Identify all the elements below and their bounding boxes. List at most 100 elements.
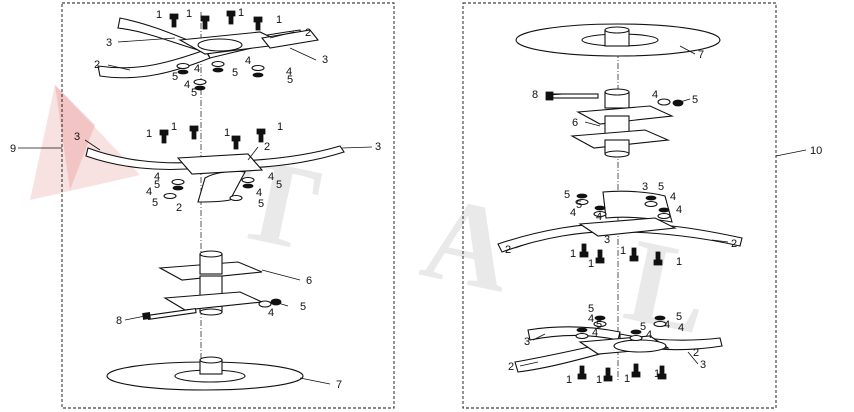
callout-3: 3 — [106, 37, 112, 49]
callout-4: 4 — [670, 191, 676, 203]
callout-10: 10 — [810, 145, 822, 157]
callout-1: 1 — [224, 127, 230, 139]
callout-3: 3 — [375, 141, 381, 153]
callout-2: 2 — [94, 59, 100, 71]
left-top-washers — [176, 60, 265, 91]
callout-7: 7 — [698, 49, 704, 61]
callout-2: 2 — [505, 244, 511, 256]
callout-4: 4 — [676, 204, 682, 216]
left-middle-bolts — [159, 125, 266, 150]
callout-1: 1 — [676, 256, 682, 268]
right-middle-washers — [575, 193, 671, 220]
callout-5: 5 — [154, 179, 160, 191]
callout-9: 9 — [10, 143, 16, 155]
callout-3: 3 — [322, 54, 328, 66]
callout-2: 2 — [264, 141, 270, 153]
right-bottom-washers — [575, 315, 667, 342]
watermark-logo-mark — [30, 85, 140, 200]
left-middle-blades — [85, 145, 345, 203]
callout-5: 5 — [258, 198, 264, 210]
callout-6: 6 — [306, 275, 312, 287]
callout-3: 3 — [524, 336, 530, 348]
callout-1: 1 — [566, 374, 572, 386]
callout-1: 1 — [654, 368, 660, 380]
callout-5: 5 — [172, 71, 178, 83]
callout-1: 1 — [276, 14, 282, 26]
callout-1: 1 — [620, 245, 626, 257]
callout-5: 5 — [576, 199, 582, 211]
callout-2: 2 — [508, 361, 514, 373]
callout-1: 1 — [238, 7, 244, 19]
left-hub-flange — [158, 250, 265, 316]
callout-5: 5 — [276, 179, 282, 191]
callout-5: 5 — [287, 74, 293, 86]
callout-1: 1 — [588, 258, 594, 270]
callout-5: 5 — [232, 67, 238, 79]
callout-4: 4 — [596, 211, 602, 223]
callout-4: 4 — [268, 171, 274, 183]
right-bottom-bolts — [577, 363, 667, 382]
callout-4: 4 — [588, 313, 594, 325]
callout-1: 1 — [146, 128, 152, 140]
callout-5: 5 — [588, 303, 594, 315]
callout-4: 4 — [652, 89, 658, 101]
callout-4: 4 — [570, 207, 576, 219]
left-middle-washers — [163, 176, 255, 202]
callout-3: 3 — [74, 131, 80, 143]
watermark-text: TAL — [224, 130, 721, 360]
callout-4: 4 — [646, 329, 652, 341]
left-top-blades — [97, 17, 320, 79]
callout-2: 2 — [731, 238, 737, 250]
callout-5: 5 — [152, 197, 158, 209]
callout-5: 5 — [300, 301, 306, 313]
left-nut — [258, 298, 282, 308]
callout-4: 4 — [592, 327, 598, 339]
callout-1: 1 — [596, 374, 602, 386]
right-nut — [657, 98, 684, 107]
callout-1: 1 — [624, 373, 630, 385]
callout-2: 2 — [693, 347, 699, 359]
callout-4: 4 — [256, 187, 262, 199]
right-middle-blades — [497, 190, 743, 253]
callout-5: 5 — [658, 181, 664, 193]
callout-8: 8 — [532, 89, 538, 101]
leader-lines — [18, 31, 807, 385]
callout-1: 1 — [277, 121, 283, 133]
callout-1: 1 — [186, 8, 192, 20]
group-box-left — [61, 2, 395, 409]
callout-1: 1 — [570, 248, 576, 260]
right-middle-bolts — [579, 243, 663, 266]
callout-4: 4 — [194, 63, 200, 75]
group-box-right — [462, 2, 777, 409]
callout-4: 4 — [268, 307, 274, 319]
left-top-bolts — [169, 10, 263, 31]
right-bottom-blades — [514, 326, 723, 373]
callout-5: 5 — [596, 319, 602, 331]
callout-2: 2 — [305, 27, 311, 39]
right-hub-flange — [570, 88, 675, 158]
callout-4: 4 — [245, 55, 251, 67]
callout-5: 5 — [191, 87, 197, 99]
callout-3: 3 — [700, 359, 706, 371]
left-long-bolt — [142, 308, 197, 320]
right-long-bolt — [545, 91, 599, 101]
callout-4: 4 — [184, 79, 190, 91]
callout-3: 3 — [642, 181, 648, 193]
callout-5: 5 — [676, 311, 682, 323]
callout-4: 4 — [678, 322, 684, 334]
callout-5: 5 — [640, 321, 646, 333]
callout-4: 4 — [664, 319, 670, 331]
callout-5: 5 — [564, 189, 570, 201]
callout-4: 4 — [146, 186, 152, 198]
callout-1: 1 — [156, 9, 162, 21]
callout-4: 4 — [286, 66, 292, 78]
callout-4: 4 — [154, 171, 160, 183]
callout-7: 7 — [336, 379, 342, 391]
callout-1: 1 — [171, 121, 177, 133]
callout-6: 6 — [572, 117, 578, 129]
callout-3: 3 — [604, 234, 610, 246]
callout-8: 8 — [116, 315, 122, 327]
callout-5: 5 — [692, 94, 698, 106]
callout-2: 2 — [176, 202, 182, 214]
